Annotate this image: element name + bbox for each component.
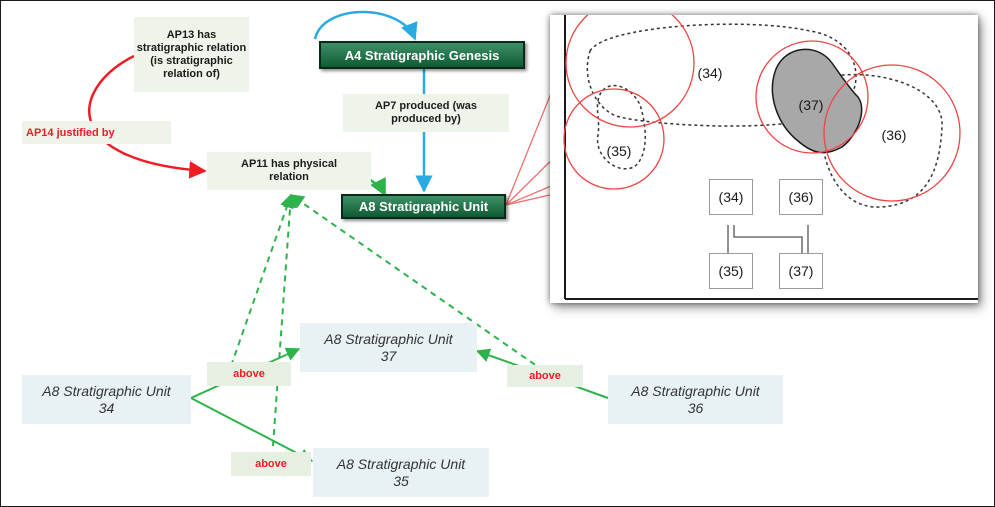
ap14-label: AP14 justified by — [26, 126, 115, 139]
a4-stratigraphic-genesis-node: A4 Stratigraphic Genesis — [319, 41, 525, 69]
ap11-label-line: AP11 has physical — [241, 158, 337, 170]
ap13-label-line: relation of) — [163, 67, 220, 80]
a8-label: A8 Stratigraphic Unit — [358, 199, 489, 214]
unit-36-node: A8 Stratigraphic Unit 36 — [608, 375, 783, 424]
unit-34-number: 34 — [98, 399, 115, 416]
ap13-to-genesis-arrow — [313, 10, 418, 41]
ap11-property-box: AP11 has physical relation — [207, 152, 371, 190]
above-relation-label: above — [507, 365, 583, 387]
ap13-property-box: AP13 has stratigraphic relation (is stra… — [134, 17, 249, 92]
unit-37-node: A8 Stratigraphic Unit 37 — [300, 323, 477, 372]
physical-relation-dashed-links — [230, 193, 545, 447]
unit-37-number: 37 — [380, 347, 397, 364]
unit-35-number: 35 — [393, 472, 409, 489]
ap13-label-line: stratigraphic relation — [136, 41, 247, 54]
layer-36-label: (36) — [881, 127, 907, 143]
ap13-label-line: (is stratigraphic — [150, 54, 233, 67]
matrix-cell-35-label: (35) — [718, 263, 744, 279]
ap13-label-line: AP13 has — [166, 28, 217, 41]
section-drawing — [563, 15, 978, 300]
layer-35-label: (35) — [606, 143, 632, 159]
matrix-cell-34: (34) — [709, 179, 753, 215]
a4-label: A4 Stratigraphic Genesis — [344, 47, 500, 63]
ap11-label-line: relation — [269, 171, 309, 183]
unit-37-title: A8 Stratigraphic Unit — [324, 330, 453, 347]
layer-34-outline — [586, 23, 857, 127]
ap7-label-line: AP7 produced (was — [374, 100, 478, 112]
above-text: above — [255, 458, 287, 470]
layer-34-label: (34) — [697, 65, 723, 81]
layer-37-fill — [771, 48, 863, 154]
matrix-cell-34-label: (34) — [718, 189, 744, 205]
highlight-circle-37 — [755, 40, 869, 154]
above-text: above — [529, 370, 561, 382]
ap7-label-line: produced by) — [391, 113, 461, 125]
unit-36-number: 36 — [687, 399, 704, 416]
matrix-connectors — [727, 225, 809, 253]
unit-34-node: A8 Stratigraphic Unit 34 — [22, 375, 191, 424]
layer-35-outline — [596, 84, 646, 170]
above-relation-label: above — [231, 452, 311, 476]
highlight-circle-36 — [823, 64, 961, 202]
layer-36-outline — [815, 73, 943, 208]
above-text: above — [233, 368, 265, 380]
matrix-cell-37: (37) — [779, 253, 823, 289]
matrix-cell-36-label: (36) — [788, 189, 814, 205]
matrix-cell-35: (35) — [709, 253, 753, 289]
above-relation-label: above — [207, 362, 291, 386]
unit-35-title: A8 Stratigraphic Unit — [336, 455, 466, 472]
layer-37-label: (37) — [798, 97, 824, 113]
ap14-justified-by-label: AP14 justified by — [22, 121, 171, 144]
section-drawing-inset: (34) (35) (37) (36) (34) (36) (35) (37) — [550, 15, 978, 303]
unit-35-node: A8 Stratigraphic Unit 35 — [313, 448, 489, 497]
a8-stratigraphic-unit-node: A8 Stratigraphic Unit — [341, 194, 506, 219]
unit-36-title: A8 Stratigraphic Unit — [631, 382, 760, 399]
matrix-cell-37-label: (37) — [788, 263, 814, 279]
matrix-cell-36: (36) — [779, 179, 823, 215]
unit-34-title: A8 Stratigraphic Unit — [42, 382, 171, 399]
highlight-circle-35 — [563, 88, 665, 190]
ap7-property-box: AP7 produced (was produced by) — [343, 94, 509, 132]
highlight-circle-34 — [565, 15, 695, 128]
